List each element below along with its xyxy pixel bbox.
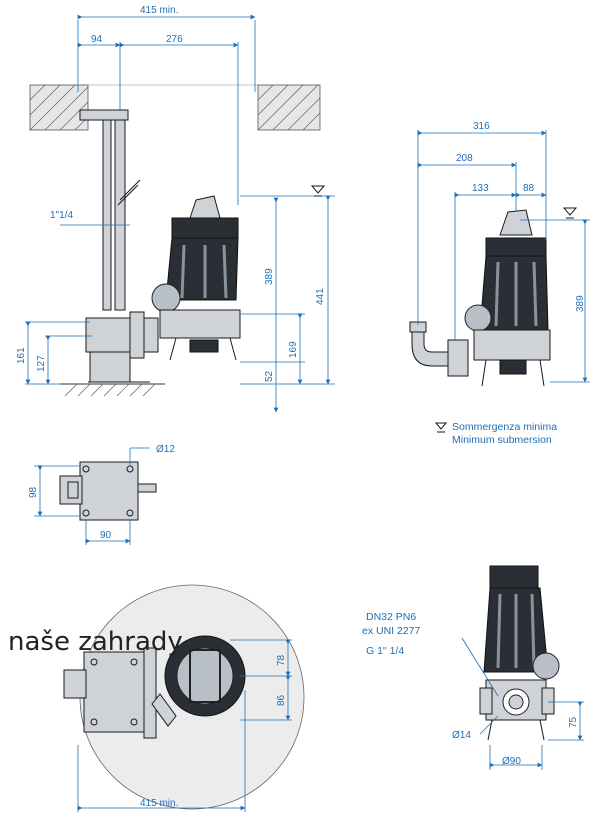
outlet-view: DN32 PN6 ex UNI 2277 G 1" 1/4 Ø14 Ø90 75: [362, 565, 584, 770]
water-level-symbol: [310, 185, 326, 197]
dim-127: 127: [36, 355, 47, 372]
dim-top-415-min: 415 min.: [140, 798, 178, 809]
dim-389: 389: [264, 268, 275, 285]
side-view: 415 min. 94 276 1"1/4 389 441 169 52 161…: [16, 5, 335, 413]
legend: Sommergenza minima Minimum submersion: [434, 421, 557, 446]
dim-d14: Ø14: [452, 730, 471, 741]
legend-italian: Sommergenza minima: [452, 421, 557, 433]
base-plan: Ø12 98 90: [28, 444, 175, 545]
dim-88: 88: [523, 183, 535, 194]
duckfoot-coupling: [85, 311, 159, 383]
dim-441: 441: [315, 288, 326, 305]
dim-133: 133: [472, 183, 489, 194]
floor-hatch: [60, 383, 165, 397]
dim-hole-12: Ø12: [156, 444, 175, 455]
dim-pipe-size: 1"1/4: [50, 210, 73, 221]
front-dimension-lines: [417, 130, 590, 383]
legend-english: Minimum submersion: [452, 434, 552, 446]
dim-75: 75: [568, 716, 579, 728]
front-water-level-symbol: [562, 207, 578, 219]
label-uni: ex UNI 2277: [362, 625, 421, 637]
dim-52: 52: [264, 370, 275, 382]
dim-208: 208: [456, 153, 473, 164]
label-thread: G 1" 1/4: [366, 645, 404, 657]
watermark: naše zahrady: [8, 627, 183, 657]
dim-276: 276: [166, 34, 183, 45]
ceiling-slab: [29, 84, 321, 131]
side-dimension-lines: [25, 14, 335, 413]
level-icon: [434, 422, 448, 430]
pump-front: [464, 209, 551, 387]
dim-161: 161: [16, 347, 27, 364]
dim-d90: Ø90: [502, 756, 521, 767]
discharge-bend: [409, 321, 469, 377]
dim-86: 86: [276, 694, 287, 706]
dim-415-min: 415 min.: [140, 5, 178, 16]
label-dn32: DN32 PN6: [366, 611, 416, 623]
dim-94: 94: [91, 34, 103, 45]
top-view: 415 min. 78 86: [63, 584, 305, 812]
dim-78: 78: [276, 654, 287, 666]
dim-90: 90: [100, 530, 112, 541]
front-view: 316 208 133 88 389: [409, 121, 590, 387]
pump-side: [151, 195, 241, 361]
dim-98: 98: [28, 486, 39, 498]
dim-316: 316: [473, 121, 490, 132]
dim-front-389: 389: [575, 295, 586, 312]
guide-pipes: [79, 109, 141, 311]
dim-169: 169: [288, 341, 299, 358]
